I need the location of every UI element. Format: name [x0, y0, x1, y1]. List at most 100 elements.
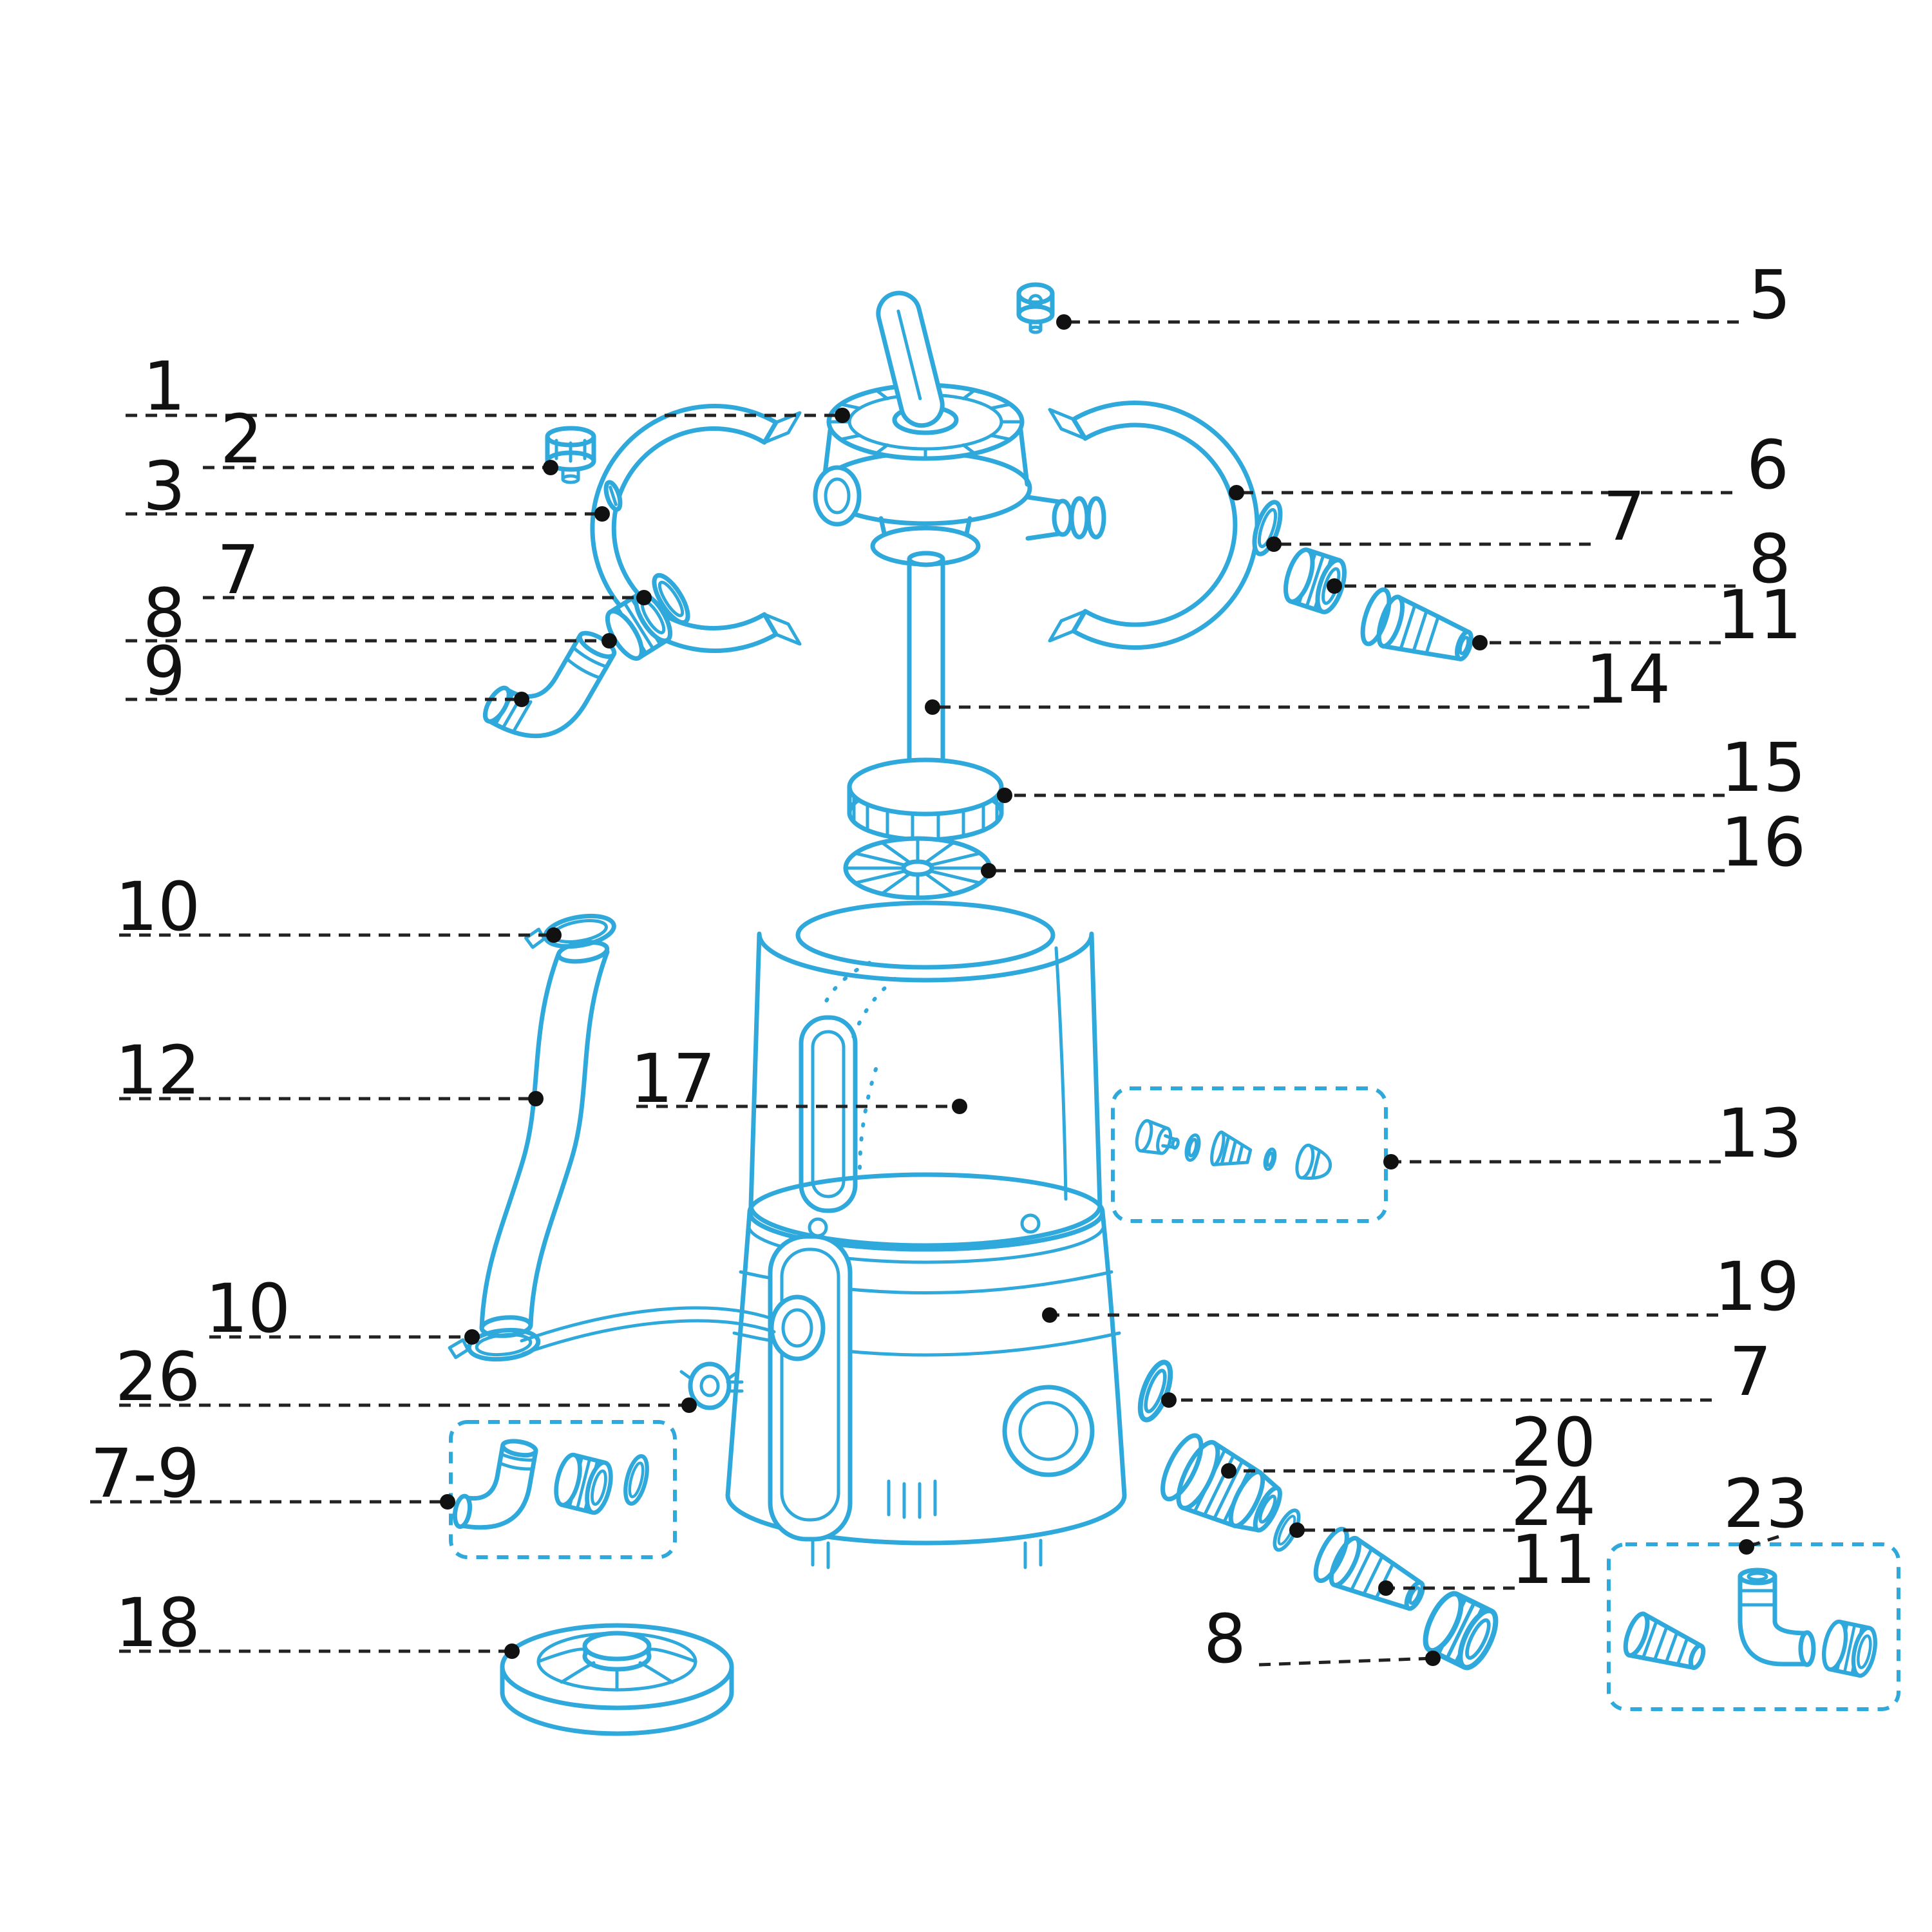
gasket — [603, 480, 623, 512]
callout-elbow-connector: 9 — [126, 632, 529, 710]
callout-air-release-valve: 5 — [1056, 256, 1791, 334]
anchor-dot-o-ring-bottom — [1161, 1392, 1177, 1408]
hose-coupler-20 — [1160, 1433, 1282, 1533]
kit23-adapter — [1623, 1611, 1706, 1671]
callout-flange-clamp: 6 — [1229, 426, 1789, 504]
hose — [479, 940, 610, 1338]
pressure-gauge-kit — [1111, 1086, 1388, 1223]
callout-hose-adapter-bottom: 11 — [1378, 1520, 1596, 1599]
anchor-dot-coupling-nut-top-right — [1327, 578, 1342, 594]
callout-pump-base: 19 — [1042, 1247, 1799, 1326]
kit-o-ring — [621, 1454, 651, 1506]
callout-o-ring-bottom: 7 — [1161, 1332, 1772, 1411]
kit23-nut — [1820, 1619, 1879, 1678]
connector-kit-7-9 — [449, 1420, 677, 1559]
callout-label-flange-clamp: 6 — [1747, 426, 1789, 504]
base-access-door — [768, 1234, 853, 1542]
callout-label-o-ring-bottom: 7 — [1729, 1332, 1772, 1411]
elbow-kit-23 — [1607, 1542, 1900, 1711]
callout-connector-kit: 7-9 — [90, 1434, 455, 1513]
callout-o-ring-top-right: 7 — [1266, 477, 1645, 556]
o-ring-bottom — [1134, 1359, 1177, 1424]
multiport-valve — [813, 290, 1106, 567]
standpipe — [907, 551, 945, 777]
callout-label-strainer-lid: 18 — [115, 1584, 200, 1662]
pump-port — [1002, 1385, 1095, 1477]
gauge-plug — [1135, 1119, 1180, 1155]
callout-gasket: 3 — [126, 447, 610, 526]
anchor-dot-drain-plug — [681, 1397, 697, 1413]
base-inlet-boss — [769, 1294, 826, 1361]
anchor-dot-gasket — [594, 506, 610, 522]
diffuser — [843, 836, 992, 900]
anchor-dot-o-ring-top-right — [1266, 536, 1282, 552]
callout-label-air-release-valve: 5 — [1748, 256, 1791, 334]
callout-label-hose-clamp-top: 10 — [115, 867, 200, 946]
anchor-dot-hose-adapter-top-right — [1472, 635, 1488, 650]
callout-label-hose: 12 — [115, 1031, 200, 1110]
callout-drain-cap: 2 — [203, 400, 558, 478]
callout-label-drain-cap: 2 — [220, 400, 263, 478]
callout-label-drain-plug: 26 — [115, 1338, 200, 1416]
callout-strainer-lid: 18 — [115, 1584, 520, 1662]
anchor-dot-coupling-nut-bottom — [1425, 1651, 1441, 1666]
pump-tube — [520, 1306, 776, 1356]
gauge-o-ring — [1184, 1133, 1201, 1162]
callout-hose-clamp-top: 10 — [115, 867, 562, 946]
drain-cap — [545, 426, 596, 484]
callout-label-pump-base: 19 — [1714, 1247, 1799, 1326]
callout-label-coupling-nut-bottom: 8 — [1204, 1600, 1246, 1678]
pump-base — [725, 1172, 1127, 1569]
drain-plug — [679, 1361, 744, 1410]
callout-o-ring-small: 24 — [1289, 1463, 1596, 1541]
tank-collar — [847, 757, 1004, 842]
anchor-dot-o-ring-small — [1289, 1522, 1305, 1538]
callout-label-hose-adapter-bottom: 11 — [1511, 1520, 1596, 1599]
callout-coupling-nut-top-left: 8 — [126, 574, 617, 652]
gauge-cone — [1210, 1130, 1253, 1167]
valve-port-right — [1025, 495, 1106, 541]
callout-diffuser: 16 — [981, 803, 1806, 882]
anchor-dot-pressure-gauge-kit — [1383, 1154, 1399, 1170]
anchor-dot-hose-clamp-bottom — [464, 1329, 480, 1345]
anchor-dot-elbow-connector — [514, 692, 529, 707]
kit-elbow — [452, 1439, 538, 1530]
callout-label-elbow-kit: 23 — [1723, 1464, 1808, 1543]
anchor-dot-diffuser — [981, 863, 996, 878]
filter-tank — [748, 900, 1103, 1248]
anchor-dot-standpipe — [925, 699, 940, 715]
anchor-dot-elbow-kit — [1739, 1539, 1754, 1555]
hose-clamp-bottom — [448, 1327, 541, 1362]
anchor-dot-flange-clamp — [1229, 485, 1244, 500]
callout-label-hose-adapter-top-right: 11 — [1717, 576, 1802, 654]
flange-clamp-right — [1048, 401, 1260, 650]
callout-multiport-valve: 1 — [126, 347, 850, 426]
callout-standpipe: 14 — [925, 640, 1671, 719]
callout-hose-coupler: 20 — [1221, 1403, 1596, 1482]
anchor-dot-multiport-valve — [835, 408, 850, 423]
kit-nut — [551, 1452, 615, 1515]
callout-pressure-gauge-kit: 13 — [1383, 1094, 1802, 1173]
callout-coupling-nut-bottom: 8 — [1204, 1600, 1441, 1678]
air-release-valve — [1016, 282, 1055, 334]
anchor-dot-hose-clamp-top — [546, 927, 562, 943]
callout-elbow-kit: 23 — [1723, 1464, 1808, 1555]
callout-drain-plug: 26 — [115, 1338, 697, 1416]
callout-hose: 12 — [115, 1031, 544, 1110]
hose-adapter-top-right — [1358, 587, 1479, 674]
callout-coupling-nut-top-right: 8 — [1327, 520, 1791, 598]
anchor-dot-strainer-lid — [504, 1643, 520, 1659]
anchor-dot-filter-tank — [952, 1099, 967, 1114]
anchor-dot-coupling-nut-top-left — [601, 633, 617, 649]
callout-label-multiport-valve: 1 — [143, 347, 185, 426]
callout-filter-tank: 17 — [630, 1039, 967, 1118]
anchor-dot-hose — [528, 1091, 544, 1106]
anchor-dot-connector-kit — [440, 1494, 455, 1510]
anchor-dot-pump-base — [1042, 1307, 1057, 1323]
gauge-o-ring-small — [1263, 1147, 1277, 1171]
valve-port-left — [813, 465, 862, 527]
callout-label-connector-kit: 7-9 — [90, 1434, 200, 1513]
callout-label-coupling-nut-top-left: 8 — [143, 574, 185, 652]
